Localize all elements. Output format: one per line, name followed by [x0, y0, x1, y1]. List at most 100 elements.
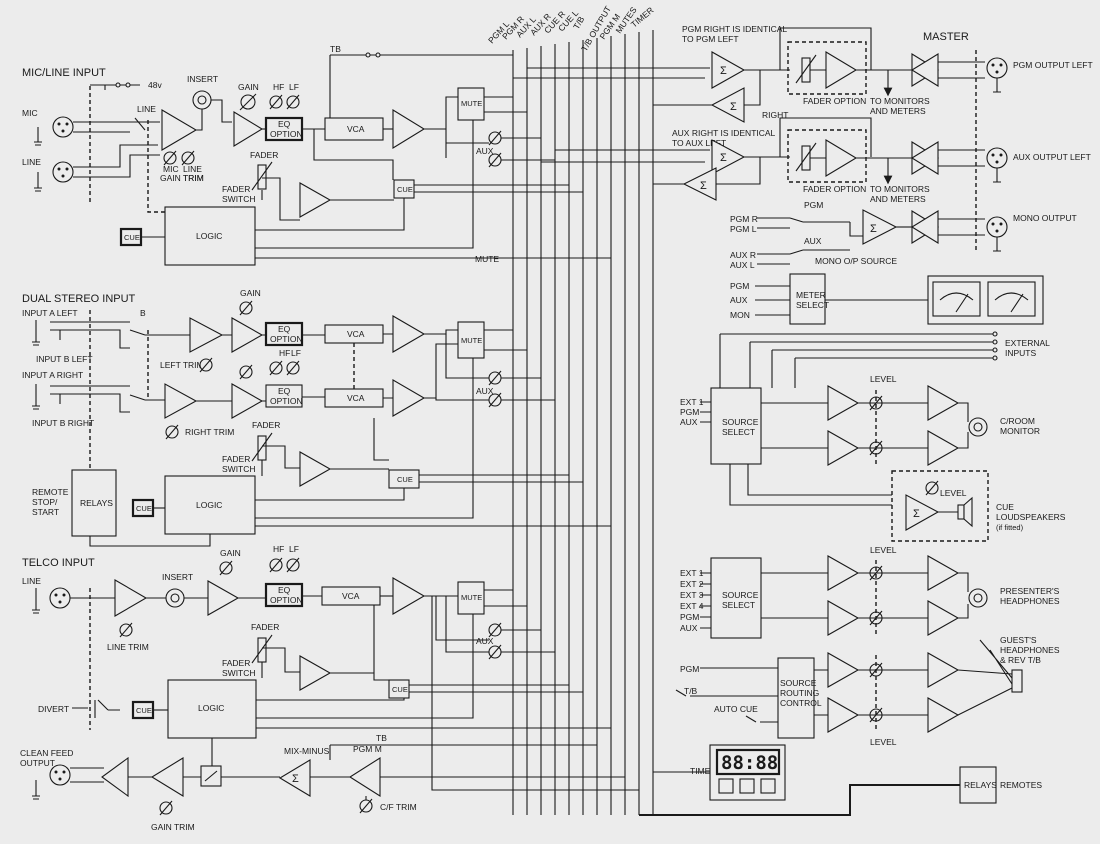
mute-box-1	[457, 87, 485, 121]
timer-display	[715, 748, 781, 776]
src2-label-pgm: PGM	[680, 612, 699, 622]
input-b-left-label: INPUT B LEFT	[36, 354, 93, 364]
vca-label-2a: VCA	[347, 329, 365, 339]
pres-right-power-amp	[927, 600, 960, 636]
croom-label-1: C/ROOM	[1000, 416, 1035, 426]
telco-eq-option-box	[264, 582, 304, 608]
pgm-note-1: PGM RIGHT IS IDENTICAL	[682, 24, 787, 34]
src1-label-ext1: EXT 1	[680, 397, 704, 407]
cue-loudspeakers-label-2: LOUDSPEAKERS	[996, 512, 1066, 522]
source-routing-label-2: ROUTING	[780, 688, 819, 698]
section-title-dual-stereo: DUAL STEREO INPUT	[22, 293, 136, 305]
cue-level-knob-icon	[925, 480, 939, 496]
aux-fader-amp	[825, 139, 858, 177]
select-label-2: SELECT	[722, 600, 755, 610]
fader-amp-triangle-1	[392, 109, 426, 149]
source-routing-label-3: CONTROL	[780, 698, 822, 708]
external-inputs-label-2: INPUTS	[1005, 348, 1037, 358]
aux-right-sum-symbol: Σ	[700, 180, 707, 192]
gain-label-2: GAIN	[240, 288, 261, 298]
source-routing-label-1: SOURCE	[780, 678, 817, 688]
routing-pgm-label: PGM	[680, 664, 699, 674]
src2-label-ext1: EXT 1	[680, 568, 704, 578]
presenter-label-1: PRESENTER'S	[1000, 586, 1060, 596]
mono-aux-r-label: AUX R	[730, 250, 756, 260]
meter-mon-label: MON	[730, 310, 750, 320]
aux-label-1: AUX	[476, 146, 494, 156]
aux-output-label: AUX OUTPUT LEFT	[1013, 152, 1091, 162]
fader-switch-label-2a: FADER	[222, 454, 250, 464]
croom-monitor-jack-icon	[968, 417, 988, 437]
gain-amp-left	[231, 317, 264, 353]
eq-label-1: EQ	[278, 119, 291, 129]
routing-tb-label: T/B	[684, 686, 698, 696]
option-label-1: OPTION	[270, 129, 303, 139]
croom-right-power-amp	[927, 430, 960, 466]
fader-pot-icon-1	[251, 161, 273, 191]
mono-pgm-l-label: PGM L	[730, 224, 757, 234]
line-trim-label-2: TRIM	[183, 173, 204, 183]
clean-feed-gain-amp	[150, 757, 184, 797]
telco-gain-knob-icon	[219, 560, 233, 576]
cue-sum-symbol: Σ	[913, 508, 920, 520]
telco-eq-label: EQ	[278, 585, 291, 595]
cue-level-label: LEVEL	[940, 488, 967, 498]
meter-aux-label: AUX	[730, 295, 748, 305]
cue-loudspeakers-label-3: (if fitted)	[996, 523, 1024, 532]
pgm-note-2: TO PGM LEFT	[682, 34, 739, 44]
bus-labels: PGM L PGM R AUX L AUX R CUE R CUE L T/B …	[486, 4, 655, 53]
aux-sum-symbol: Σ	[720, 152, 727, 164]
timer-button-1[interactable]	[718, 778, 734, 794]
gain-amp-right	[231, 383, 264, 419]
gain-trim-label: GAIN TRIM	[151, 822, 195, 832]
master-fader-pot-icon-2	[795, 142, 817, 172]
line-label: LINE	[22, 157, 41, 167]
eq-label-2b: EQ	[278, 386, 291, 396]
mic-line-input-section: MIC/LINE INPUT MIC LINE 48v LINE INSERT …	[22, 44, 611, 266]
cue-sum-amp	[905, 494, 940, 531]
clean-feed-label-2: OUTPUT	[20, 758, 55, 768]
croom-label-2: MONITOR	[1000, 426, 1040, 436]
aux-output-xlr-connector-icon	[986, 147, 1008, 169]
telco-line-amp	[114, 579, 148, 617]
src1-label-pgm: PGM	[680, 407, 699, 417]
mic-trim-label-1: MIC	[163, 164, 179, 174]
right-input-amp	[164, 383, 198, 419]
hf-knob-icon	[269, 94, 283, 110]
pgm-fader-amp	[825, 51, 858, 89]
mix-minus-amp	[278, 759, 311, 797]
external-inputs-label-1: EXTERNAL	[1005, 338, 1050, 348]
meter-pgm-label: PGM	[730, 281, 749, 291]
right-label: RIGHT	[762, 110, 788, 120]
guest-left-power-amp	[927, 652, 960, 688]
lf-knob-icon	[286, 94, 300, 110]
telco-gain-amp	[207, 580, 240, 616]
timer-button-3[interactable]	[760, 778, 776, 794]
telco-fader-switch-label-b: SWITCH	[222, 668, 256, 678]
mono-sum-amp	[862, 209, 898, 245]
cue-amp-triangle-1	[299, 182, 332, 218]
line-trim-knob-icon	[181, 150, 195, 166]
mono-sum-symbol: Σ	[870, 223, 877, 235]
aux-knob-icon-2b	[488, 392, 502, 408]
master-fader-pot-icon-1	[795, 54, 817, 84]
fader-switch-label-1b: SWITCH	[222, 194, 256, 204]
guest-level-label: LEVEL	[870, 737, 897, 747]
telco-cue-amp	[299, 655, 332, 691]
vca-label-2b: VCA	[347, 393, 365, 403]
eq-option-box-2b	[265, 384, 303, 408]
aux-knob-icon-1a	[488, 130, 502, 146]
timer-button-2[interactable]	[739, 778, 755, 794]
input-b-right-label: INPUT B RIGHT	[32, 418, 94, 428]
guest-label-3: & REV T/B	[1000, 655, 1041, 665]
aux-note-1: AUX RIGHT IS IDENTICAL	[672, 128, 776, 138]
mic-preamp-triangle	[161, 109, 198, 151]
fader-option-label-1: FADER OPTION	[803, 96, 866, 106]
logic-label-2: LOGIC	[196, 500, 222, 510]
to-monitors-label-2b: AND METERS	[870, 194, 926, 204]
telco-cue-label: CUE	[392, 685, 408, 694]
line-switch-label: LINE	[137, 104, 156, 114]
telco-lf-knob-icon	[286, 557, 300, 573]
select-label-1: SELECT	[722, 427, 755, 437]
fader-label-2: FADER	[252, 420, 280, 430]
